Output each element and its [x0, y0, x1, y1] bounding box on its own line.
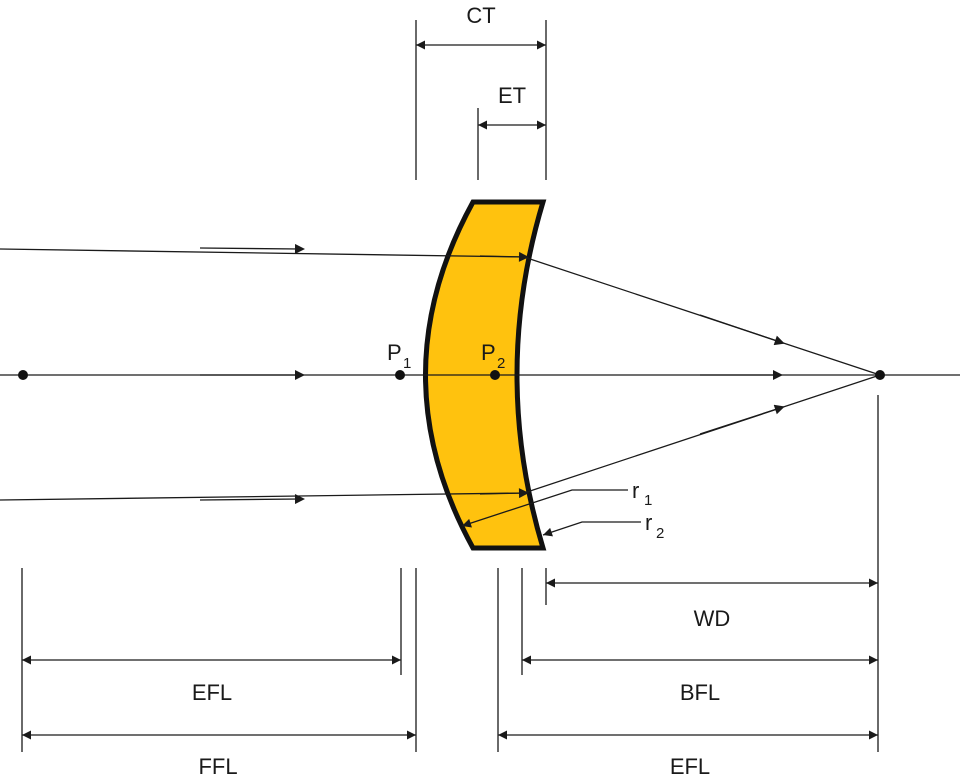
- efl-back-label: EFL: [670, 754, 710, 779]
- wd-label: WD: [694, 606, 731, 631]
- ffl-label: FFL: [198, 754, 237, 779]
- p1-label: P: [387, 340, 402, 365]
- lower-ray-arrow: [199, 494, 305, 505]
- front-focal-point: [18, 370, 28, 380]
- lower-ray-inner-arrow: [479, 488, 529, 499]
- principal-point-p2: [490, 370, 500, 380]
- r2-subscript: 2: [656, 525, 664, 542]
- upper-ray-incoming: [0, 248, 525, 258]
- lower-ray-incoming: [0, 492, 525, 501]
- principal-point-p1: [395, 370, 405, 380]
- r2-label: r: [645, 510, 652, 535]
- upper-ray-arrow: [199, 243, 305, 254]
- lower-ray-refracted-arrow: [699, 404, 785, 435]
- r1-leader: [461, 489, 628, 528]
- r1-label: r: [632, 478, 639, 503]
- upper-ray-inner-arrow: [479, 251, 529, 262]
- et-label: ET: [498, 83, 526, 108]
- p1-subscript: 1: [403, 355, 411, 372]
- r1-subscript: 1: [644, 492, 652, 509]
- ct-label: CT: [466, 3, 495, 28]
- r2-leader: [542, 521, 641, 537]
- back-focal-point: [875, 370, 885, 380]
- upper-ray-refracted-arrow: [699, 314, 785, 346]
- p2-subscript: 2: [497, 355, 505, 372]
- efl-front-label: EFL: [192, 680, 232, 705]
- bfl-label: BFL: [680, 680, 720, 705]
- p2-label: P: [481, 340, 496, 365]
